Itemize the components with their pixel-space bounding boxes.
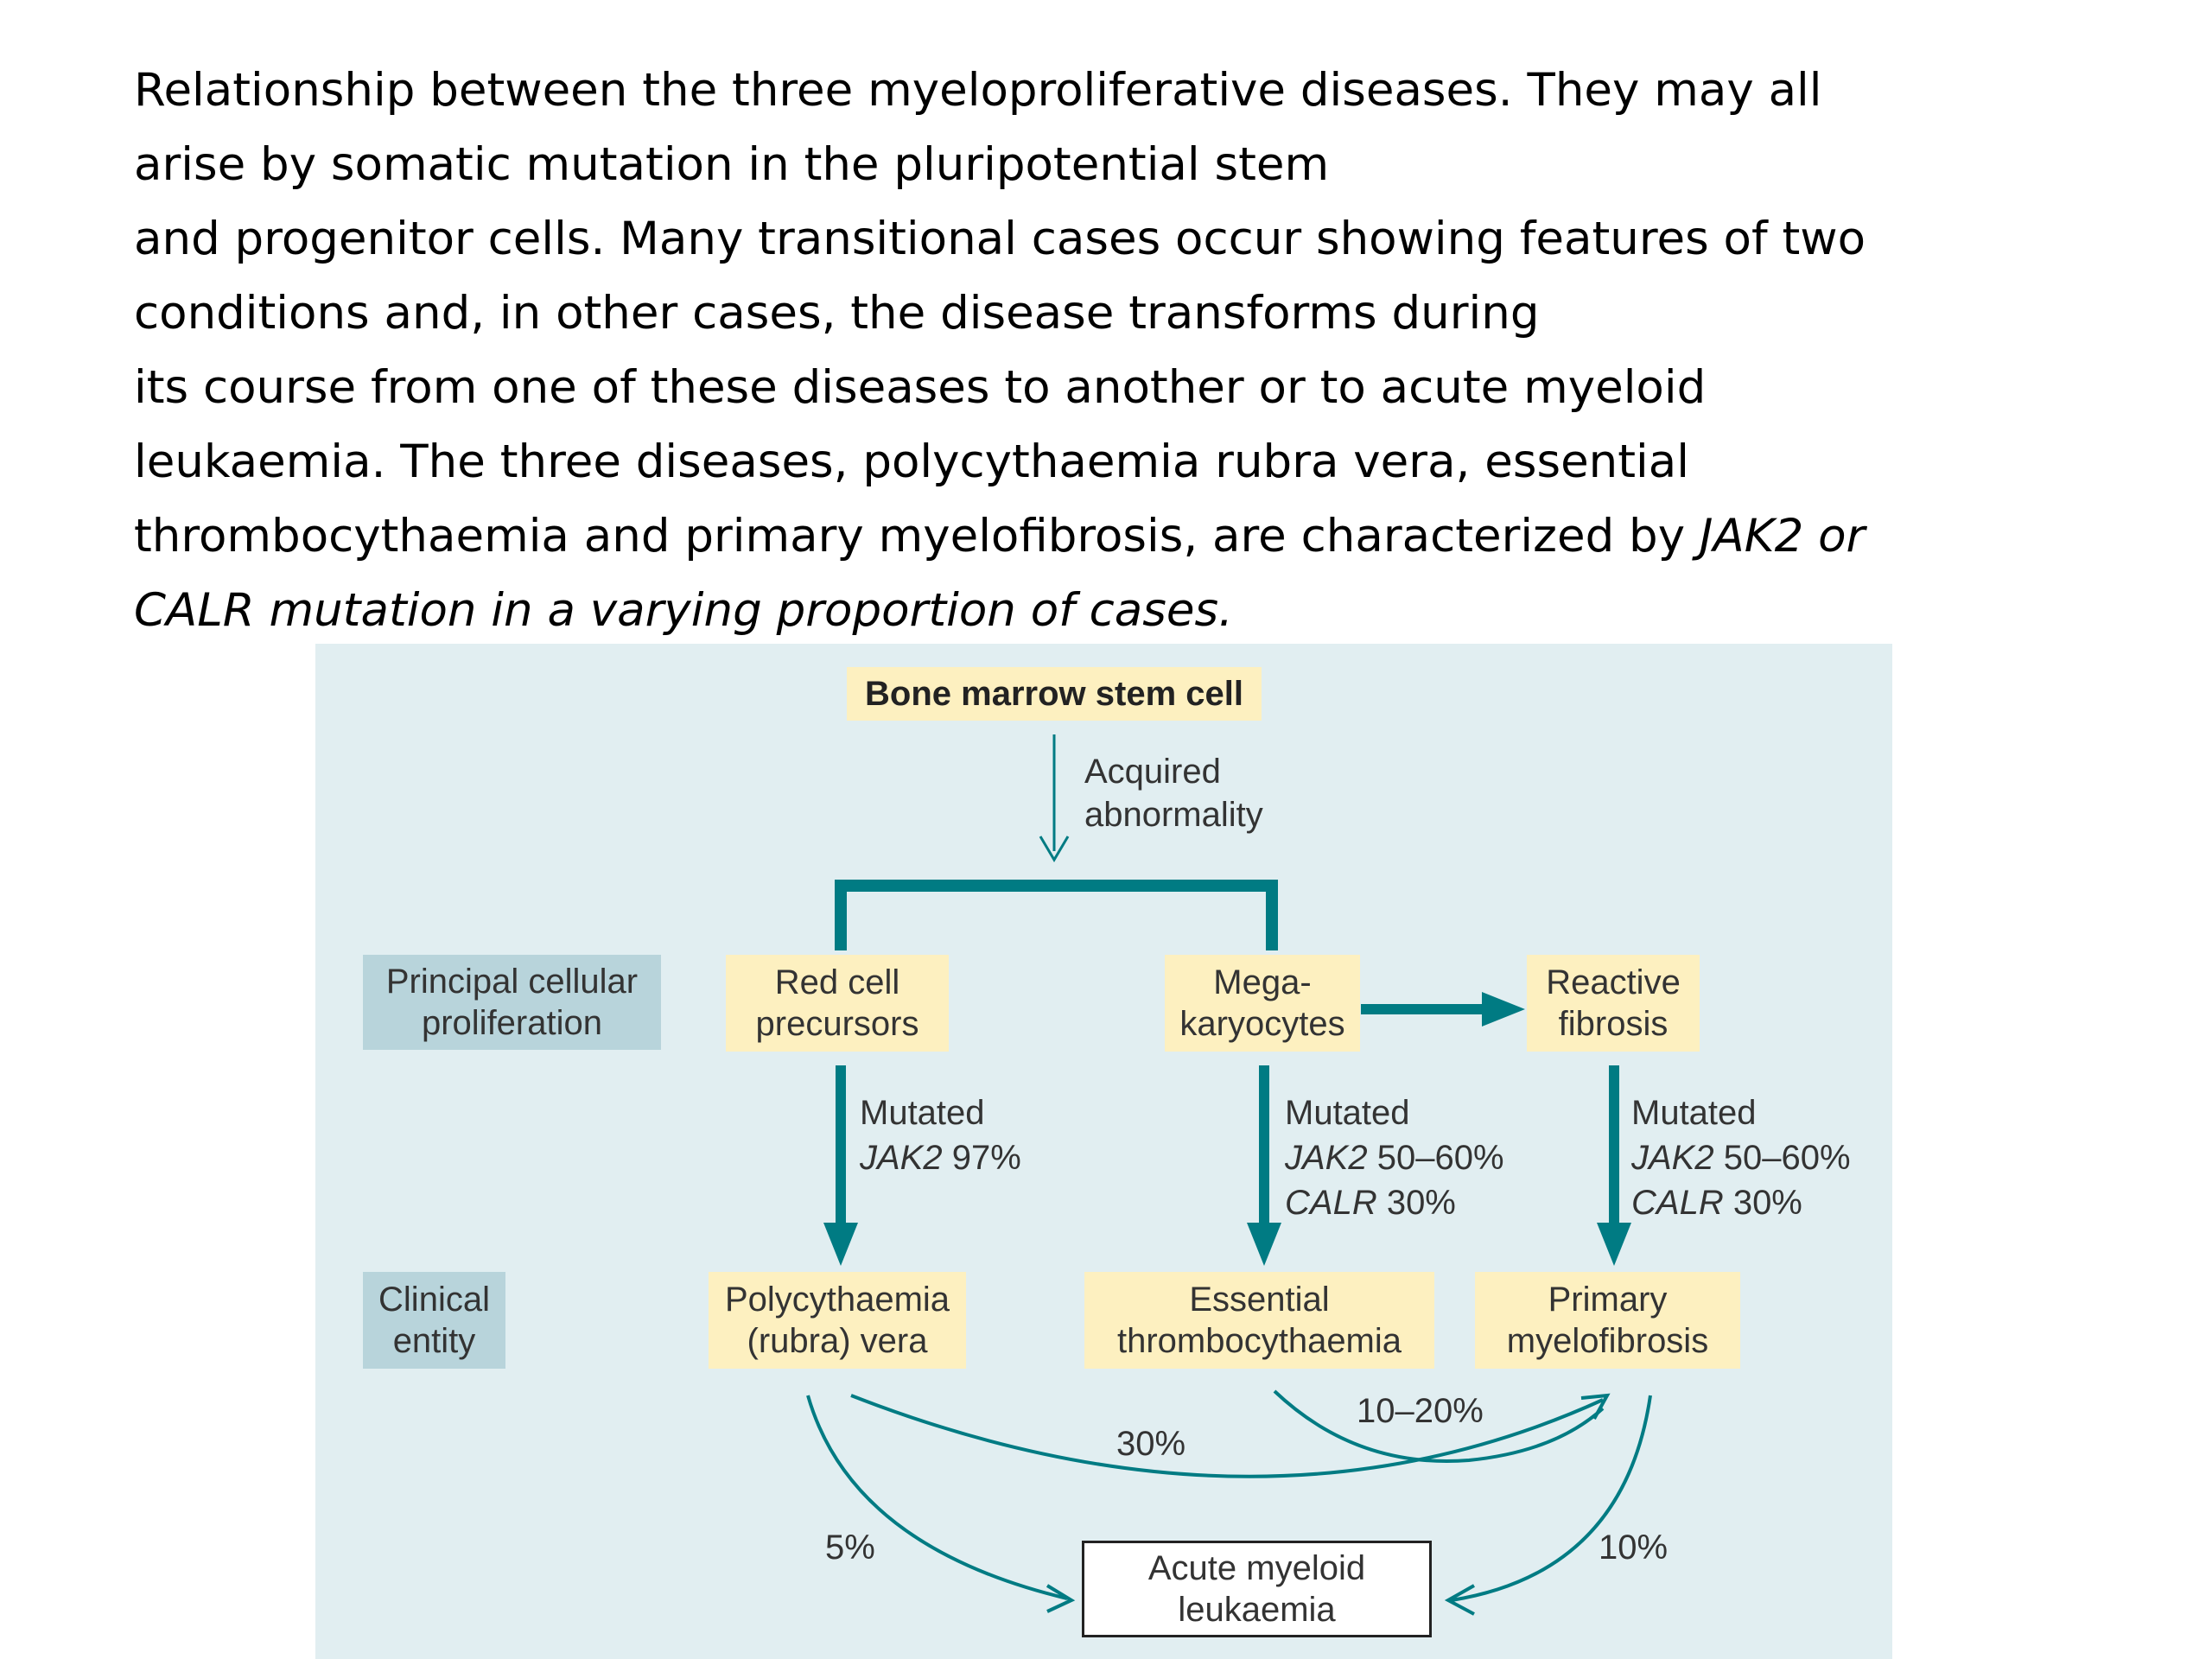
diagram-panel: [315, 644, 1892, 1659]
et-to-mf-curve: [1273, 1389, 1605, 1463]
gene-name: JAK2: [1631, 1139, 1714, 1177]
row-label-line: proliferation: [421, 1004, 602, 1042]
figure-caption: Relationship between the three myeloprol…: [134, 54, 2121, 648]
row-label-clinical: Clinical entity: [363, 1272, 505, 1369]
box-line: Reactive: [1546, 963, 1681, 1001]
box-line: thrombocythaemia: [1116, 1322, 1402, 1360]
gene-name: JAK2: [1285, 1139, 1368, 1177]
stem-cell-box: Bone marrow stem cell: [847, 667, 1262, 721]
row-label-line: Principal cellular: [385, 963, 639, 1001]
note-line: JAK2 97%: [860, 1135, 1021, 1180]
acute-myeloid-leukaemia-box: Acute myeloid leukaemia: [1082, 1541, 1432, 1637]
pv-to-aml-curve: [806, 1395, 1068, 1600]
pct-label-5: 5%: [825, 1529, 875, 1567]
caption-line: conditions and, in other cases, the dise…: [134, 287, 1540, 340]
megakaryocytes-box: Mega- karyocytes: [1165, 955, 1360, 1052]
primary-myelofibrosis-box: Primary myelofibrosis: [1475, 1272, 1740, 1369]
box-line: myelofibrosis: [1506, 1322, 1709, 1360]
mf-to-aml-head: [1444, 1584, 1475, 1616]
pv-to-aml-head: [1046, 1584, 1076, 1613]
essential-thrombocythaemia-box: Essential thrombocythaemia: [1084, 1272, 1434, 1369]
pct-label-10-20: 10–20%: [1357, 1392, 1484, 1430]
box-line: (rubra) vera: [747, 1322, 928, 1360]
mf-mutation-note: Mutated JAK2 50–60% CALR 30%: [1631, 1090, 1851, 1225]
pv-to-mf-curve: [850, 1394, 1604, 1478]
pct-label-30: 30%: [1116, 1425, 1186, 1463]
acquired-line-2: abnormality: [1084, 796, 1263, 834]
gene-name: CALR: [1285, 1184, 1377, 1222]
caption-italic: JAK2 or: [1699, 510, 1866, 563]
note-line: CALR 30%: [1631, 1180, 1851, 1225]
mega-to-et-head: [1247, 1223, 1281, 1266]
row-label-line: Clinical: [378, 1281, 490, 1319]
caption-line: thrombocythaemia and primary myelofibros…: [134, 499, 2121, 574]
stem-arrowhead: [1039, 836, 1070, 862]
reactive-fibrosis-box: Reactive fibrosis: [1527, 955, 1700, 1052]
note-line: Mutated: [1631, 1094, 1757, 1132]
gene-pct: 30%: [1376, 1184, 1456, 1222]
note-line: CALR 30%: [1285, 1180, 1504, 1225]
caption-line: its course from one of these diseases to…: [134, 361, 1707, 414]
gene-pct: 50–60%: [1713, 1139, 1851, 1177]
box-line: leukaemia: [1178, 1591, 1336, 1629]
red-to-pv-head: [823, 1223, 858, 1266]
row-label-proliferation: Principal cellular proliferation: [363, 955, 661, 1050]
gene-name: JAK2: [860, 1139, 943, 1177]
box-line: Polycythaemia: [724, 1281, 950, 1319]
et-mutation-note: Mutated JAK2 50–60% CALR 30%: [1285, 1090, 1504, 1225]
caption-line: Relationship between the three myeloprol…: [134, 64, 1822, 117]
fibrosis-to-mf-head: [1597, 1223, 1631, 1266]
box-line: karyocytes: [1179, 1005, 1345, 1043]
caption-line: CALR mutation in a varying proportion of…: [134, 574, 2121, 648]
box-line: fibrosis: [1558, 1005, 1669, 1043]
note-line: JAK2 50–60%: [1631, 1135, 1851, 1180]
box-line: Primary: [1548, 1281, 1668, 1319]
row-label-line: entity: [392, 1322, 476, 1360]
polycythaemia-box: Polycythaemia (rubra) vera: [709, 1272, 966, 1369]
mf-to-aml-curve: [1451, 1395, 1652, 1602]
mega-to-fibrosis-head: [1482, 992, 1525, 1027]
box-line: Essential: [1189, 1281, 1330, 1319]
acquired-abnormality-note: Acquired abnormality: [1084, 750, 1263, 836]
note-line: JAK2 50–60%: [1285, 1135, 1504, 1180]
red-cell-box: Red cell precursors: [726, 955, 949, 1052]
pv-mutation-note: Mutated JAK2 97%: [860, 1090, 1021, 1180]
gene-pct: 30%: [1723, 1184, 1802, 1222]
gene-pct: 97%: [942, 1139, 1021, 1177]
caption-italic: CALR mutation in a varying proportion of…: [134, 584, 1233, 637]
stem-cell-label: Bone marrow stem cell: [865, 675, 1243, 713]
caption-line: and progenitor cells. Many transitional …: [134, 213, 1866, 265]
acquired-line-1: Acquired: [1084, 753, 1221, 791]
box-line: precursors: [755, 1005, 919, 1043]
gene-pct: 50–60%: [1367, 1139, 1504, 1177]
caption-line: leukaemia. The three diseases, polycytha…: [134, 435, 1689, 488]
box-line: Mega-: [1213, 963, 1312, 1001]
caption-line: arise by somatic mutation in the pluripo…: [134, 138, 1330, 191]
gene-name: CALR: [1631, 1184, 1724, 1222]
note-line: Mutated: [1285, 1094, 1410, 1132]
note-line: Mutated: [860, 1094, 985, 1132]
pct-label-10: 10%: [1599, 1529, 1669, 1567]
box-line: Acute myeloid: [1147, 1549, 1366, 1587]
caption-text: thrombocythaemia and primary myelofibros…: [134, 510, 1700, 563]
box-line: Red cell: [774, 963, 900, 1001]
split-bracket: [835, 880, 1278, 950]
